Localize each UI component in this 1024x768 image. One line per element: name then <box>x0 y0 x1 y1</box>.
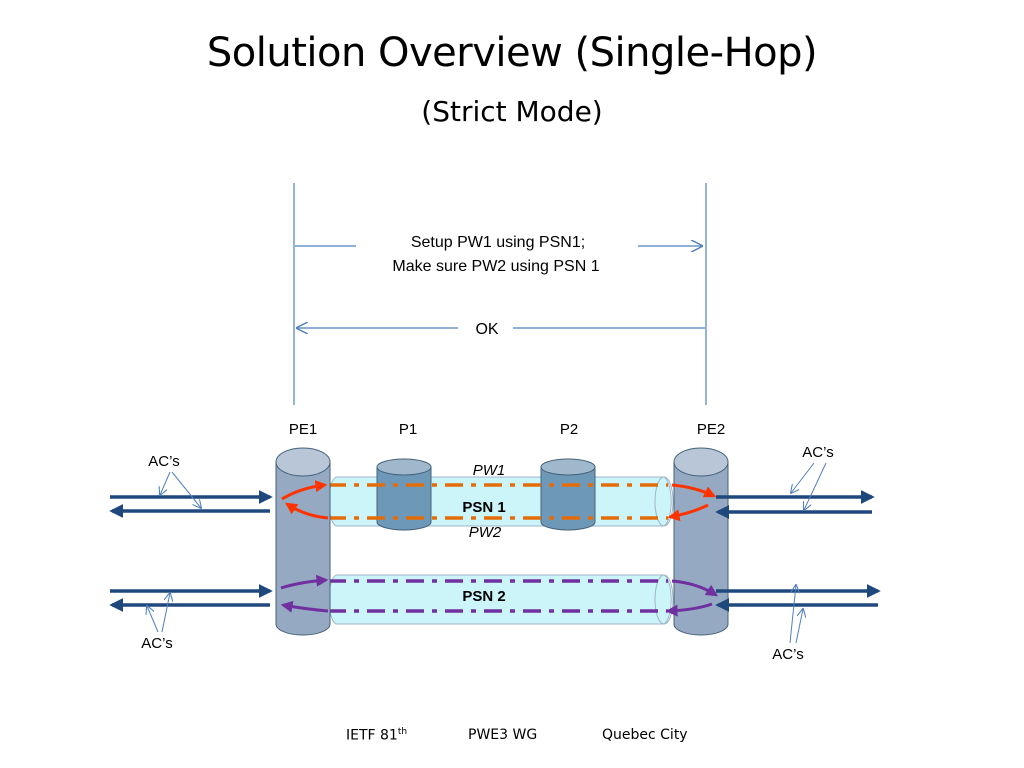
p1-router <box>376 458 432 531</box>
pw1-label: PW1 <box>473 462 506 479</box>
p2-router <box>540 458 596 531</box>
ac-pointer <box>160 471 171 495</box>
slide-title: Solution Overview (Single-Hop) <box>206 30 818 76</box>
node-label-p1: P1 <box>399 421 417 438</box>
ac-pointer <box>171 471 201 508</box>
pe2-psn2-in-arrow <box>665 602 713 617</box>
ac-label-right-bottom: AC’s <box>772 646 803 663</box>
pe2-pw1-arrow <box>671 483 717 498</box>
ac-label-left-top: AC’s <box>148 453 179 470</box>
ac-pointer <box>789 585 796 644</box>
node-label-pe2: PE2 <box>697 421 725 438</box>
ok-message-label: OK <box>475 321 498 338</box>
pe2-pw2-arrow <box>667 503 709 522</box>
footer-ietf: IETF 81th <box>346 727 407 744</box>
ac-label-left-bottom: AC’s <box>141 635 172 652</box>
pe1-pw1-arrow <box>281 480 328 501</box>
pe1-pw2-arrow <box>285 502 329 520</box>
ac-pointer <box>791 462 815 493</box>
psn2-label: PSN 2 <box>462 588 505 605</box>
pe2-psn2-out-arrow <box>671 579 719 597</box>
footer-city: Quebec City <box>602 727 688 743</box>
ac-pointer <box>147 606 159 633</box>
ac-label-right-top: AC’s <box>802 444 833 461</box>
ac-pointer <box>161 593 170 633</box>
footer-wg: PWE3 WG <box>468 727 538 743</box>
setup-message-line1: Setup PW1 using PSN1; <box>411 234 585 251</box>
footer-ietf-text: IETF 81 <box>346 727 398 744</box>
psn1-label: PSN 1 <box>462 499 505 516</box>
ac-pointer <box>795 609 803 644</box>
pe1-psn2-in-arrow <box>280 600 329 613</box>
slide-subtitle: (Strict Mode) <box>421 95 603 128</box>
setup-message-line2: Make sure PW2 using PSN 1 <box>392 258 599 275</box>
footer-ietf-sup: th <box>397 727 408 737</box>
pw2-label: PW2 <box>469 524 502 541</box>
ac-pointer <box>804 462 827 510</box>
node-label-pe1: PE1 <box>289 421 317 438</box>
node-label-p2: P2 <box>560 421 578 438</box>
pe1-psn2-out-arrow <box>280 574 329 590</box>
